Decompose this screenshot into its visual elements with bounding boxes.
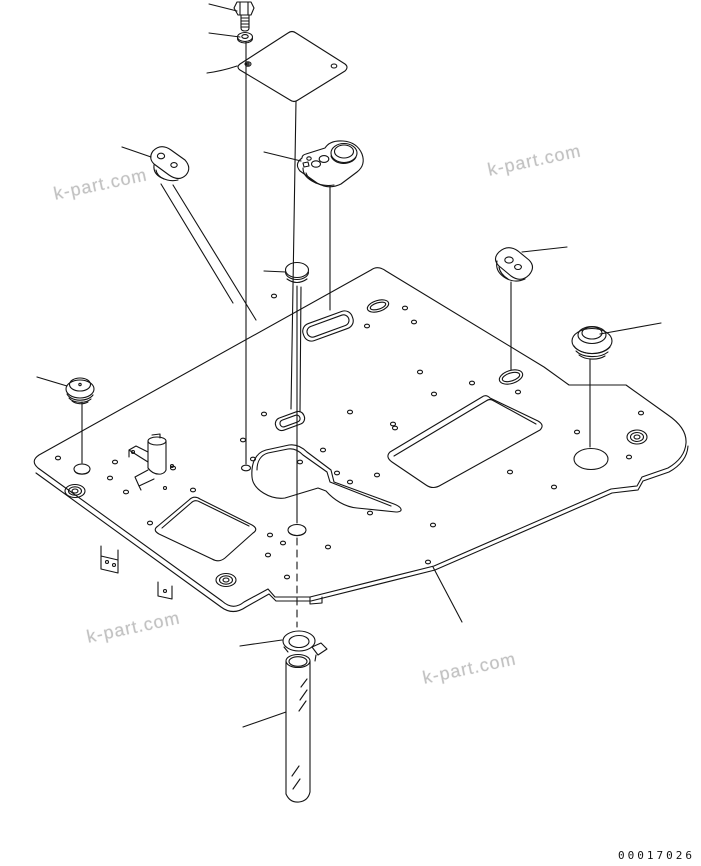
washer bbox=[236, 31, 254, 44]
small-holes bbox=[54, 293, 645, 580]
drawing-number: 00017026 bbox=[618, 849, 695, 862]
edge-tabs bbox=[100, 545, 323, 605]
bolt bbox=[233, 1, 255, 32]
bracket-detail bbox=[128, 433, 175, 491]
center-plug bbox=[284, 261, 310, 284]
cover-plate bbox=[237, 30, 348, 103]
floor-plate bbox=[33, 267, 689, 613]
hose-clamp bbox=[282, 630, 328, 662]
projection-lines bbox=[81, 41, 591, 628]
grommet-hole bbox=[64, 429, 648, 588]
left-cap bbox=[65, 377, 95, 405]
left-cover bbox=[150, 146, 190, 182]
top-cover bbox=[296, 140, 364, 188]
tube bbox=[285, 653, 311, 803]
right-grommet bbox=[494, 247, 534, 282]
leader-lines bbox=[36, 3, 662, 728]
right-cap bbox=[571, 325, 613, 360]
